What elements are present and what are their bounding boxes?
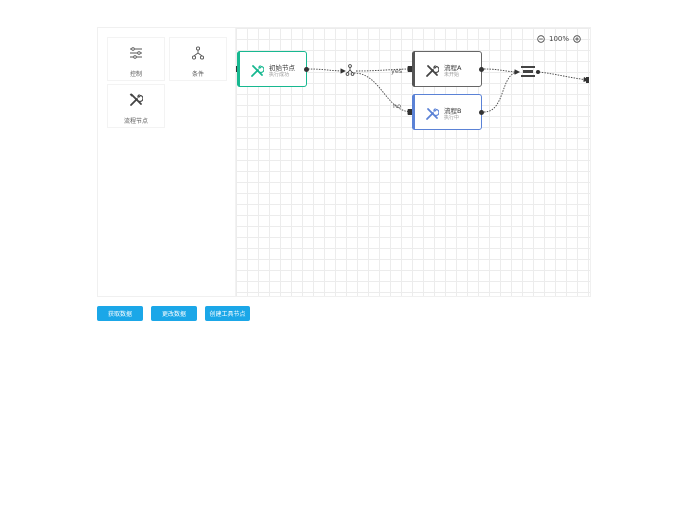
create-tool-node-button[interactable]: 创建工具节点	[205, 306, 250, 321]
zoom-control: 100%	[537, 35, 581, 43]
node-status-bar	[412, 94, 415, 130]
node-status: 未开始	[444, 72, 460, 78]
palette-item-control[interactable]: 控制	[107, 37, 165, 81]
edge-join-to-end	[538, 71, 589, 83]
palette-item-condition[interactable]: 条件	[169, 37, 227, 81]
join-gate	[521, 66, 540, 77]
edge-label-no: no	[393, 102, 402, 110]
node-palette: 控制 条件 流程节点	[98, 28, 236, 296]
tools-icon	[250, 63, 265, 77]
node-out-port[interactable]	[479, 67, 484, 72]
tools-icon	[425, 106, 440, 120]
condition-gate	[345, 64, 355, 76]
zoom-level: 100%	[548, 35, 569, 43]
branch-icon	[189, 44, 207, 62]
node-status: 执行中	[444, 115, 460, 121]
flow-node-a[interactable]: 流程A 未开始	[412, 51, 484, 87]
node-out-port[interactable]	[304, 67, 309, 72]
node-title: 流程B	[444, 107, 462, 115]
node-status: 执行成功	[269, 72, 290, 78]
flow-node-b[interactable]: 流程B 执行中	[412, 94, 484, 130]
zoom-out-icon[interactable]	[537, 35, 545, 43]
node-out-port[interactable]	[479, 110, 484, 115]
palette-item-label: 条件	[191, 71, 204, 78]
edge-init-to-condition	[307, 68, 346, 74]
zoom-in-icon[interactable]	[573, 35, 581, 43]
edge-a-to-join	[483, 68, 520, 75]
sliders-icon	[127, 44, 145, 62]
tools-icon	[425, 63, 440, 77]
tools-icon	[127, 91, 145, 109]
flow-canvas[interactable]: yes no 100% 初始节点 执行成功	[236, 28, 590, 296]
edge-condition-to-b	[353, 72, 413, 115]
node-title: 流程A	[444, 64, 462, 72]
node-title: 初始节点	[269, 64, 295, 72]
node-status-bar	[412, 51, 415, 87]
edge-b-to-join	[483, 69, 520, 113]
flow-node-initial[interactable]: 初始节点 执行成功	[237, 51, 309, 87]
flow-editor: 控制 条件 流程节点	[97, 27, 591, 297]
node-status-bar	[237, 51, 240, 87]
edge-condition-to-a	[355, 66, 413, 72]
palette-item-flow-node[interactable]: 流程节点	[107, 84, 165, 128]
palette-item-label: 流程节点	[123, 118, 148, 125]
get-data-button[interactable]: 获取数据	[97, 306, 143, 321]
edge-label-yes: yes	[391, 67, 403, 75]
change-data-button[interactable]: 更改数据	[151, 306, 197, 321]
palette-item-label: 控制	[129, 71, 142, 78]
